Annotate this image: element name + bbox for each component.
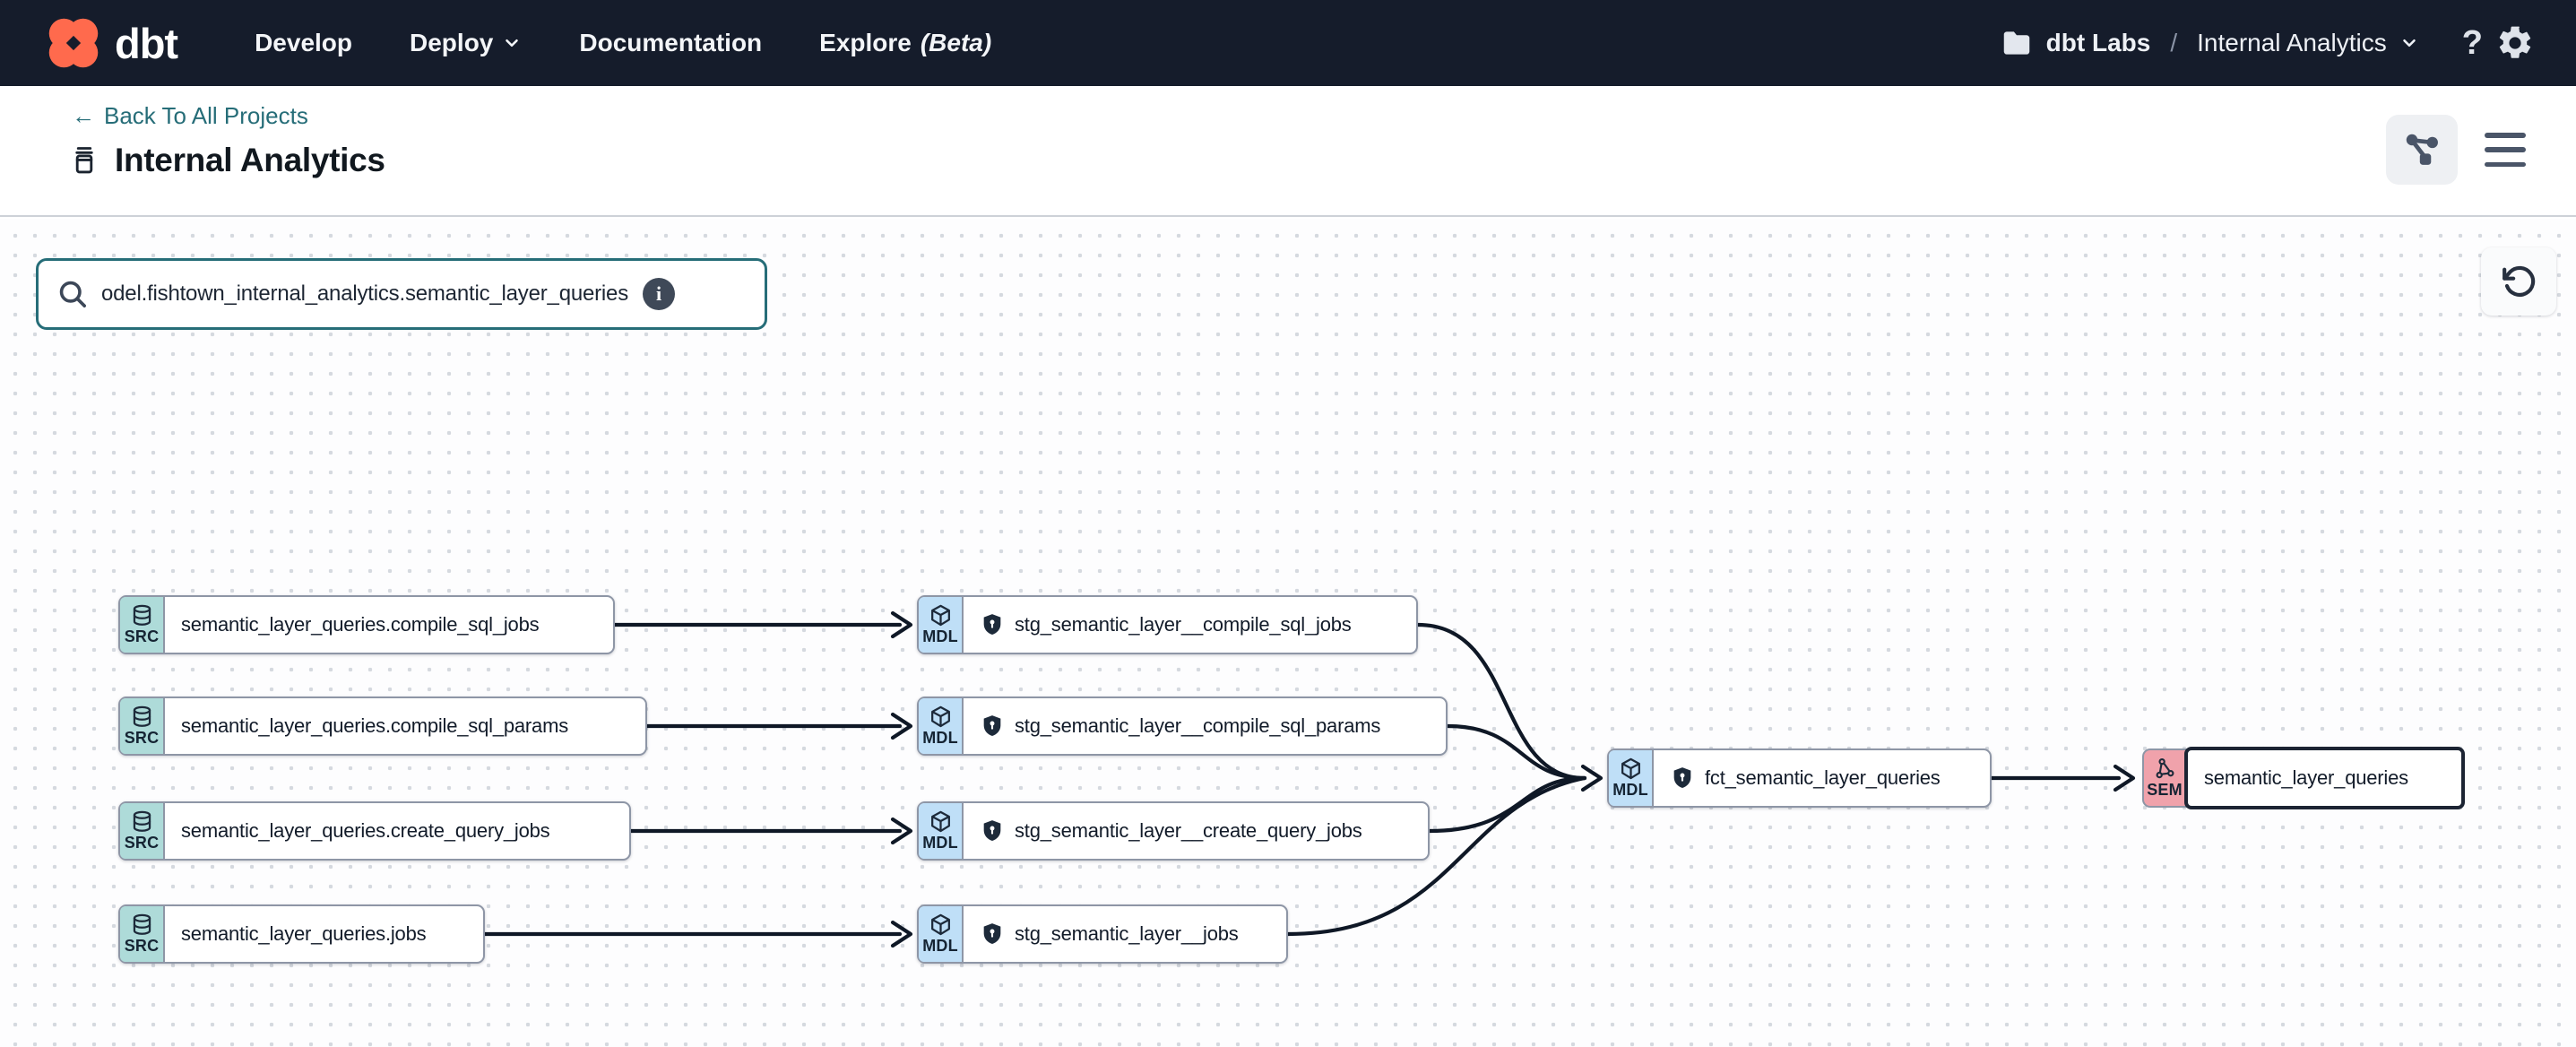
cube-icon <box>930 913 950 936</box>
arrowhead <box>890 920 913 948</box>
database-icon <box>133 810 151 832</box>
node-label: stg_semantic_layer__create_query_jobs <box>1015 819 1362 842</box>
node-label: semantic_layer_queries.compile_sql_param… <box>181 714 569 737</box>
menu-explore[interactable]: Explore (Beta) <box>819 29 992 56</box>
cube-icon <box>1621 757 1640 780</box>
cube-icon <box>930 604 950 627</box>
node-label: semantic_layer_queries.create_query_jobs <box>181 819 550 842</box>
node-type-badge: MDL <box>919 803 964 859</box>
main-menu: Develop Deploy Documentation Explore (Be… <box>255 29 991 57</box>
search-icon <box>59 281 86 307</box>
node-label: semantic_layer_queries.compile_sql_jobs <box>181 613 540 636</box>
node-label: stg_semantic_layer__compile_sql_jobs <box>1015 613 1352 636</box>
cube-icon <box>930 810 950 833</box>
node-label: stg_semantic_layer__compile_sql_params <box>1015 714 1381 737</box>
navbar-right: dbt Labs / Internal Analytics ? <box>2000 23 2535 63</box>
arrowhead <box>890 610 913 639</box>
node-type-badge: SEM <box>2142 748 2187 808</box>
node-stg-compile-sql-params[interactable]: MDL stg_semantic_layer__compile_sql_para… <box>917 697 1448 756</box>
node-label: fct_semantic_layer_queries <box>1705 766 1941 789</box>
breadcrumb-separator: / <box>2170 29 2178 56</box>
project-switcher[interactable]: Internal Analytics <box>2197 29 2387 56</box>
edge <box>1445 723 1587 781</box>
edge <box>1427 775 1587 834</box>
arrowhead <box>1580 764 1604 792</box>
beta-tag: (Beta) <box>920 29 992 56</box>
back-arrow-icon: ← <box>72 102 95 129</box>
node-type-badge: MDL <box>919 906 964 962</box>
database-icon <box>133 705 151 727</box>
node-src-jobs[interactable]: SRC semantic_layer_queries.jobs <box>118 904 485 964</box>
reset-rotate-icon <box>2503 265 2536 297</box>
top-navbar: dbt Develop Deploy Documentation Explore… <box>0 0 2576 86</box>
database-icon <box>133 604 151 626</box>
protected-shield-icon <box>1673 767 1691 788</box>
node-fct-semantic-layer-queries[interactable]: MDL fct_semantic_layer_queries <box>1607 748 1992 808</box>
arrowhead <box>890 817 913 845</box>
protected-shield-icon <box>983 715 1001 736</box>
help-button[interactable]: ? <box>2461 23 2483 62</box>
node-stg-compile-sql-jobs[interactable]: MDL stg_semantic_layer__compile_sql_jobs <box>917 595 1418 654</box>
arrowhead <box>890 712 913 740</box>
protected-shield-icon <box>983 923 1001 944</box>
lineage-canvas[interactable]: odel.fishtown_internal_analytics.semanti… <box>0 219 2576 1047</box>
lineage-search-input[interactable]: odel.fishtown_internal_analytics.semanti… <box>36 258 767 330</box>
account-name[interactable]: dbt Labs <box>2045 29 2151 56</box>
protected-shield-icon <box>983 614 1001 635</box>
settings-gear-icon[interactable] <box>2495 23 2535 63</box>
menu-develop[interactable]: Develop <box>255 29 353 56</box>
page-title: Internal Analytics <box>115 142 385 178</box>
search-value: odel.fishtown_internal_analytics.semanti… <box>101 281 629 306</box>
project-jar-icon <box>75 147 93 174</box>
reset-view-button[interactable] <box>2481 247 2556 316</box>
chevron-down-icon[interactable] <box>2399 33 2419 53</box>
lineage-graph-icon <box>2406 134 2438 165</box>
menu-hamburger-button[interactable] <box>2485 133 2526 167</box>
menu-documentation[interactable]: Documentation <box>579 29 763 56</box>
cube-icon <box>930 705 950 728</box>
node-type-badge: MDL <box>919 597 964 653</box>
info-icon[interactable]: i <box>643 278 676 310</box>
dbt-logo-icon <box>48 18 99 68</box>
chevron-down-icon <box>506 39 519 48</box>
back-to-projects-link[interactable]: ← Back To All Projects <box>72 102 308 129</box>
brand-name: dbt <box>115 19 178 67</box>
node-src-compile-sql-params[interactable]: SRC semantic_layer_queries.compile_sql_p… <box>118 697 647 756</box>
node-src-compile-sql-jobs[interactable]: SRC semantic_layer_queries.compile_sql_j… <box>118 595 615 654</box>
header-actions <box>2386 115 2526 185</box>
page-header: ← Back To All Projects Internal Analytic… <box>0 86 2576 217</box>
project-title-row: Internal Analytics <box>68 142 385 179</box>
node-type-badge: SRC <box>120 597 165 653</box>
database-icon <box>133 913 151 935</box>
lineage-view-button[interactable] <box>2386 115 2458 185</box>
node-type-badge: SRC <box>120 803 165 859</box>
node-src-create-query-jobs[interactable]: SRC semantic_layer_queries.create_query_… <box>118 801 631 861</box>
node-type-badge: SRC <box>120 698 165 754</box>
protected-shield-icon <box>983 820 1001 841</box>
node-label: semantic_layer_queries <box>2204 766 2408 789</box>
node-type-badge: MDL <box>1609 750 1654 806</box>
node-type-badge: SRC <box>120 906 165 962</box>
folder-icon <box>2003 31 2029 55</box>
dbt-logo[interactable]: dbt <box>41 11 178 75</box>
node-label: stg_semantic_layer__jobs <box>1015 922 1239 945</box>
semantic-model-icon <box>2156 758 2174 779</box>
node-stg-create-query-jobs[interactable]: MDL stg_semantic_layer__create_query_job… <box>917 801 1430 861</box>
node-type-badge: MDL <box>919 698 964 754</box>
node-sem-semantic-layer-queries[interactable]: SEM semantic_layer_queries <box>2142 747 2465 809</box>
arrowhead <box>2113 764 2136 792</box>
node-stg-jobs[interactable]: MDL stg_semantic_layer__jobs <box>917 904 1288 964</box>
menu-deploy[interactable]: Deploy <box>410 29 522 57</box>
node-label: semantic_layer_queries.jobs <box>181 922 427 945</box>
